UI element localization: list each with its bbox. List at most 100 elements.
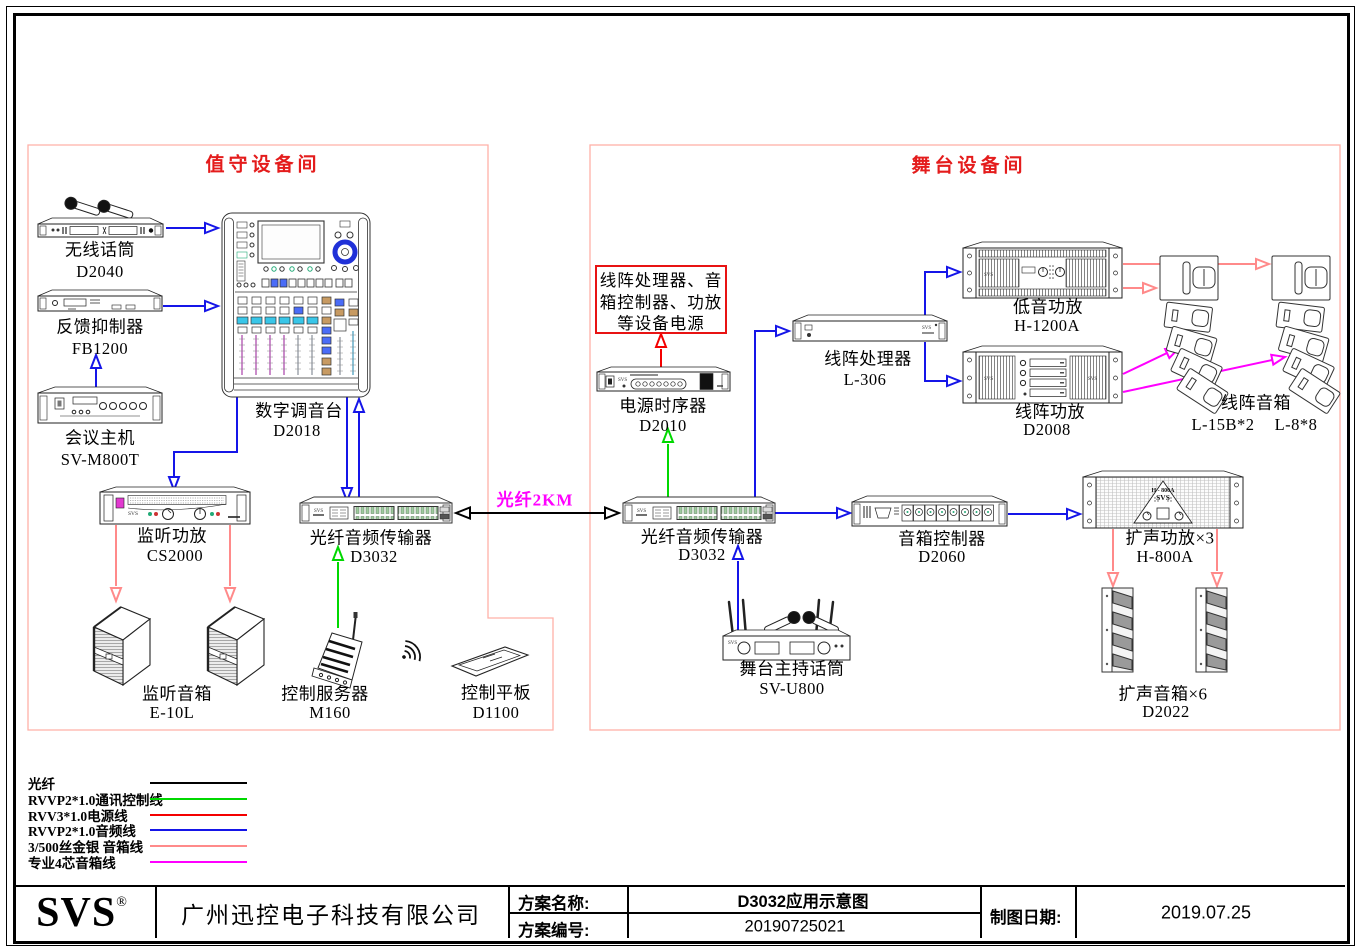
power-note-line1: 线阵处理器、音 — [599, 271, 723, 290]
device-speaker-controller-d2060 — [851, 495, 1008, 527]
device-line-array-left — [1159, 255, 1230, 415]
label-svu800-name: 舞台主持话筒 — [739, 659, 845, 679]
room-left-title: 值守设备间 — [205, 154, 321, 176]
legend-label: 专业4芯音箱线 — [28, 856, 116, 871]
svs-logo: SVS® — [36, 890, 128, 936]
legend-label: 光纤 — [28, 777, 55, 792]
legend-line-swatch — [150, 781, 247, 785]
h800a-front-brand-text: SVS — [1156, 493, 1170, 502]
label-d2010-model: D2010 — [639, 415, 687, 435]
label-svm800t-name: 会议主机 — [65, 428, 135, 448]
device-power-sequencer-d2010: SVS — [596, 366, 731, 392]
legend-label: RVV3*1.0电源线 — [28, 809, 128, 824]
label-d2060-name: 音箱控制器 — [898, 529, 986, 549]
device-monitor-amp-cs2000: SVS — [99, 486, 251, 525]
h800a-front-model-text: H - 800A — [1152, 488, 1176, 494]
device-control-server-m160 — [311, 612, 363, 689]
legend-line-swatch — [150, 797, 247, 801]
room-right-title: 舞台设备间 — [911, 155, 1027, 177]
label-d2022-name: 扩声音箱×6 — [1118, 684, 1208, 704]
company-name: 广州迅控电子科技有限公司 — [181, 903, 481, 928]
label-d2040-name: 无线话筒 — [65, 240, 135, 260]
label-d2010-name: 电源时序器 — [619, 396, 707, 416]
svg-text:SVS: SVS — [728, 641, 737, 646]
wifi-icon — [402, 640, 421, 662]
legend-item-speaker-4core: 专业4芯音箱线 — [28, 853, 247, 871]
device-pa-speaker-right — [1195, 587, 1228, 673]
label-d2040-model: D2040 — [76, 261, 124, 281]
legend-label: 3/500丝金银 音箱线 — [28, 840, 144, 855]
device-conference-host-svm800t — [37, 386, 163, 424]
device-monitor-speaker-left — [92, 605, 152, 687]
fiber-distance-label: 光纤2KM — [496, 490, 574, 510]
label-h800a-name: 扩声功放×3 — [1125, 528, 1215, 548]
drawing-frame-inner — [13, 13, 1350, 944]
label-d3032-right-name: 光纤音频传输器 — [640, 527, 764, 547]
power-note-box: 线阵处理器、音 箱控制器、功放 等设备电源 — [595, 265, 727, 334]
label-line-array-model-a: L-15B*2 — [1191, 414, 1255, 434]
legend-line-swatch — [150, 860, 247, 864]
label-line-array-model-b: L-8*8 — [1274, 414, 1318, 434]
legend-label: RVVP2*1.0通讯控制线 — [28, 793, 163, 808]
device-stage-mic-svu800: SVS — [722, 598, 851, 661]
scheme-name-label: 方案名称: — [518, 895, 590, 913]
label-d2060-model: D2060 — [918, 546, 966, 566]
connection-fiber-black — [453, 506, 622, 520]
legend-item-speaker-wire: 3/500丝金银 音箱线 — [28, 837, 247, 855]
connections-speaker-salmon — [109, 257, 1272, 604]
label-fb1200-name: 反馈抑制器 — [56, 317, 144, 337]
label-cs2000-name: 监听功放 — [137, 526, 207, 546]
device-pa-speaker-left — [1101, 587, 1134, 673]
device-feedback-suppressor-fb1200 — [37, 289, 163, 312]
svg-text:SVS: SVS — [1088, 377, 1097, 382]
label-d2018-model: D2018 — [273, 420, 321, 440]
scheme-no-value: 20190725021 — [744, 917, 846, 936]
legend-line-swatch — [150, 844, 247, 848]
device-fiber-transmitter-left — [299, 496, 453, 524]
label-d2008-model: D2008 — [1023, 419, 1071, 439]
label-h1200a-name: 低音功放 — [1013, 297, 1083, 317]
connections-control-green — [331, 426, 675, 628]
device-wireless-mic-d2040 — [37, 195, 164, 238]
legend-label: RVVP2*1.0音频线 — [28, 824, 136, 839]
label-d2022-model: D2022 — [1142, 701, 1190, 721]
device-line-array-right — [1271, 255, 1342, 415]
device-array-processor-l306: SVS — [792, 314, 948, 342]
room-right-boundary — [589, 144, 1341, 731]
device-array-amp-d2008: SVS SVS — [962, 345, 1123, 404]
label-line-array-name: 线阵音箱 — [1221, 393, 1291, 413]
legend-item-power: RVV3*1.0电源线 — [28, 806, 247, 824]
svg-text:SVS: SVS — [618, 378, 627, 383]
date-value: 2019.07.25 — [1160, 902, 1252, 923]
device-monitor-speaker-right — [206, 605, 266, 687]
device-digital-mixer-d2018 — [221, 212, 371, 398]
svg-text:SVS: SVS — [984, 377, 993, 382]
date-label: 制图日期: — [990, 909, 1062, 927]
device-bass-amp-h1200a: SVS — [962, 241, 1123, 299]
power-note-line2: 箱控制器、功放 — [599, 292, 723, 312]
legend-item-fiber: 光纤 — [28, 774, 247, 792]
legend-line-swatch — [150, 828, 247, 832]
scheme-name-value: D3032应用示意图 — [737, 893, 869, 911]
label-m160-name: 控制服务器 — [281, 684, 369, 704]
label-d3032-left-model: D3032 — [350, 546, 398, 566]
label-h1200a-model: H-1200A — [1014, 315, 1080, 335]
device-control-tablet-d1100 — [450, 646, 530, 677]
label-svm800t-model: SV-M800T — [60, 449, 140, 469]
legend-item-control: RVVP2*1.0通讯控制线 — [28, 790, 247, 808]
svg-text:SVS: SVS — [128, 511, 138, 517]
scheme-no-label: 方案编号: — [518, 922, 590, 940]
svg-text:SVS: SVS — [984, 273, 993, 278]
svg-text:SVS: SVS — [922, 326, 931, 331]
label-d3032-right-model: D3032 — [678, 544, 726, 564]
label-l306-model: L-306 — [843, 369, 887, 389]
legend-line-swatch — [150, 813, 247, 817]
label-h800a-model: H-800A — [1136, 546, 1194, 566]
label-d2018-name: 数字调音台 — [255, 401, 343, 421]
label-m160-model: M160 — [309, 702, 351, 722]
label-cs2000-model: CS2000 — [146, 545, 204, 565]
label-d1100-model: D1100 — [472, 702, 520, 722]
power-note-line3: 等设备电源 — [617, 314, 705, 333]
